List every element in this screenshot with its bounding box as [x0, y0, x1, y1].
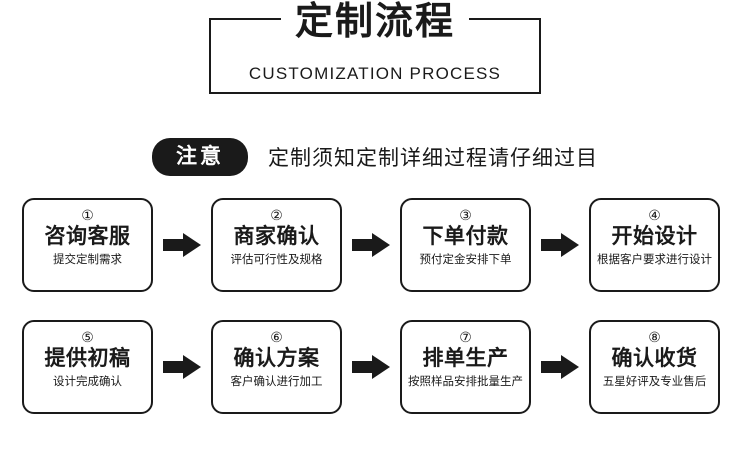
- step-description: 根据客户要求进行设计: [597, 254, 712, 266]
- header: 定制流程 CUSTOMIZATION PROCESS: [0, 0, 750, 94]
- step-number: ④: [648, 207, 661, 223]
- step-number: ①: [81, 207, 94, 223]
- step-card-2: ② 商家确认 评估可行性及规格: [211, 198, 342, 292]
- right-arrow-icon: [153, 355, 211, 379]
- step-card-4: ④ 开始设计 根据客户要求进行设计: [589, 198, 720, 292]
- step-title: 商家确认: [233, 225, 320, 248]
- steps-container: ① 咨询客服 提交定制需求 ② 商家确认 评估可行性及规格 ③ 下单付款 预付定…: [22, 198, 728, 414]
- right-arrow-icon: [342, 355, 400, 379]
- step-card-1: ① 咨询客服 提交定制需求: [22, 198, 153, 292]
- step-description: 提交定制需求: [53, 254, 122, 266]
- step-number: ⑧: [648, 329, 661, 345]
- steps-row-2: ⑤ 提供初稿 设计完成确认 ⑥ 确认方案 客户确认进行加工 ⑦ 排单生产 按照样…: [22, 320, 728, 414]
- step-card-8: ⑧ 确认收货 五星好评及专业售后: [589, 320, 720, 414]
- step-title: 排单生产: [422, 347, 509, 370]
- step-number: ⑦: [459, 329, 472, 345]
- step-title: 确认方案: [233, 347, 320, 370]
- steps-row-1: ① 咨询客服 提交定制需求 ② 商家确认 评估可行性及规格 ③ 下单付款 预付定…: [22, 198, 728, 292]
- step-title: 开始设计: [611, 225, 698, 248]
- step-description: 评估可行性及规格: [230, 254, 323, 266]
- step-number: ⑤: [81, 329, 94, 345]
- right-arrow-icon: [153, 233, 211, 257]
- step-title: 咨询客服: [44, 225, 131, 248]
- step-title: 下单付款: [422, 225, 509, 248]
- right-arrow-icon: [531, 355, 589, 379]
- step-card-3: ③ 下单付款 预付定金安排下单: [400, 198, 531, 292]
- header-frame: 定制流程 CUSTOMIZATION PROCESS: [209, 0, 541, 94]
- page-subtitle: CUSTOMIZATION PROCESS: [248, 64, 502, 83]
- step-number: ⑥: [270, 329, 283, 345]
- notice-badge: 注意: [152, 138, 248, 176]
- step-description: 预付定金安排下单: [419, 254, 512, 266]
- step-card-7: ⑦ 排单生产 按照样品安排批量生产: [400, 320, 531, 414]
- notice-row: 注意 定制须知定制详细过程请仔细过目: [0, 138, 750, 176]
- step-title: 确认收货: [611, 347, 698, 370]
- step-description: 按照样品安排批量生产: [408, 376, 523, 388]
- page-title: 定制流程: [280, 0, 470, 44]
- step-description: 设计完成确认: [53, 376, 122, 388]
- step-title: 提供初稿: [44, 347, 131, 370]
- step-number: ②: [270, 207, 283, 223]
- right-arrow-icon: [342, 233, 400, 257]
- notice-text: 定制须知定制详细过程请仔细过目: [268, 147, 598, 170]
- step-description: 客户确认进行加工: [230, 376, 323, 388]
- right-arrow-icon: [531, 233, 589, 257]
- step-description: 五星好评及专业售后: [602, 376, 707, 388]
- step-card-6: ⑥ 确认方案 客户确认进行加工: [211, 320, 342, 414]
- step-number: ③: [459, 207, 472, 223]
- step-card-5: ⑤ 提供初稿 设计完成确认: [22, 320, 153, 414]
